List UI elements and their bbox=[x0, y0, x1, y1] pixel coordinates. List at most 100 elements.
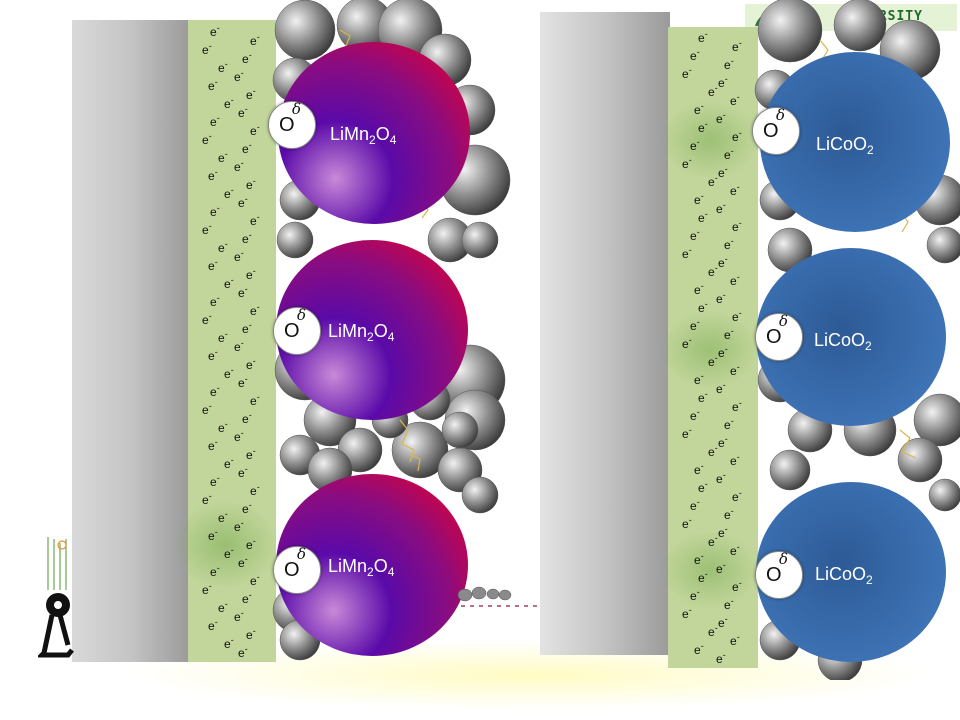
right-electron: e- bbox=[698, 29, 708, 45]
right-electron: e- bbox=[694, 641, 704, 657]
left-conductive-glow bbox=[170, 500, 280, 590]
right-electron: e- bbox=[730, 362, 740, 378]
right-electron: e- bbox=[716, 560, 726, 576]
left-electron: e- bbox=[208, 167, 218, 183]
right-electron: e- bbox=[730, 542, 740, 558]
right-electron: e- bbox=[732, 488, 742, 504]
right-conductive-glow-2 bbox=[660, 310, 760, 390]
right-conductive-glow-1 bbox=[660, 100, 760, 180]
left-electron: e- bbox=[208, 527, 218, 543]
right-electron: e- bbox=[718, 344, 728, 360]
right-electron: e- bbox=[682, 335, 692, 351]
right-electron: e- bbox=[682, 605, 692, 621]
right-electron: e- bbox=[718, 74, 728, 90]
separator-chain bbox=[457, 586, 541, 607]
left-electron: e- bbox=[208, 617, 218, 633]
left-electron: e- bbox=[224, 95, 234, 111]
left-electron: e- bbox=[208, 347, 218, 363]
left-electron: e- bbox=[202, 41, 212, 57]
right-electron: e- bbox=[708, 443, 718, 459]
right-electron: e- bbox=[708, 533, 718, 549]
right-electron: e- bbox=[730, 182, 740, 198]
right-electron: e- bbox=[732, 578, 742, 594]
left-electron: e- bbox=[210, 293, 220, 309]
left-electron: e- bbox=[238, 644, 248, 660]
left-electron: e- bbox=[234, 608, 244, 624]
right-electron: e- bbox=[718, 254, 728, 270]
left-electron: e- bbox=[210, 473, 220, 489]
right-electron: e- bbox=[724, 146, 734, 162]
left-electron: e- bbox=[208, 257, 218, 273]
left-electron: e- bbox=[246, 446, 256, 462]
left-electron: e- bbox=[246, 536, 256, 552]
left-electron: e- bbox=[234, 428, 244, 444]
left-electron: e- bbox=[242, 50, 252, 66]
right-electron: e- bbox=[724, 596, 734, 612]
left-electron: e- bbox=[218, 419, 228, 435]
limn2o4-label-1: LiMn2O4 bbox=[330, 124, 397, 147]
right-electron: e- bbox=[716, 650, 726, 666]
right-electron: e- bbox=[682, 245, 692, 261]
left-electron: e- bbox=[238, 554, 248, 570]
right-electron: e- bbox=[694, 191, 704, 207]
right-electron: e- bbox=[690, 497, 700, 513]
left-electron: e- bbox=[210, 383, 220, 399]
left-electron: e- bbox=[234, 248, 244, 264]
right-electron: e- bbox=[718, 164, 728, 180]
right-electron: e- bbox=[716, 290, 726, 306]
left-electron: e- bbox=[242, 230, 252, 246]
left-electron: e- bbox=[218, 329, 228, 345]
left-electron: e- bbox=[218, 59, 228, 75]
left-electron: e- bbox=[218, 239, 228, 255]
right-electron: e- bbox=[694, 101, 704, 117]
right-electron: e- bbox=[730, 272, 740, 288]
right-electron: e- bbox=[682, 155, 692, 171]
right-electron: e- bbox=[694, 371, 704, 387]
right-electron: e- bbox=[698, 209, 708, 225]
right-electron: e- bbox=[690, 587, 700, 603]
left-electron: e- bbox=[202, 581, 212, 597]
right-electron: e- bbox=[682, 515, 692, 531]
right-electron: e- bbox=[690, 137, 700, 153]
left-electron: e- bbox=[202, 491, 212, 507]
right-electron: e- bbox=[732, 218, 742, 234]
left-electron: e- bbox=[246, 176, 256, 192]
right-electron: e- bbox=[718, 524, 728, 540]
left-electron: e- bbox=[242, 590, 252, 606]
right-electron: e- bbox=[724, 506, 734, 522]
right-electron: e- bbox=[718, 614, 728, 630]
left-electron: e- bbox=[224, 365, 234, 381]
left-electron: e- bbox=[210, 113, 220, 129]
right-electron: e- bbox=[694, 461, 704, 477]
right-electron: e- bbox=[698, 299, 708, 315]
left-electron: e- bbox=[238, 284, 248, 300]
right-electron: e- bbox=[708, 173, 718, 189]
left-electron: e- bbox=[224, 635, 234, 651]
licoo2-label-2: LiCoO2 bbox=[814, 330, 872, 353]
right-electron: e- bbox=[698, 389, 708, 405]
left-electron: e- bbox=[250, 572, 260, 588]
left-electron: e- bbox=[250, 212, 260, 228]
left-electron: e- bbox=[202, 221, 212, 237]
left-electron: e- bbox=[218, 509, 228, 525]
right-electron: e- bbox=[724, 416, 734, 432]
right-electron: e- bbox=[716, 380, 726, 396]
limn2o4-label-3: LiMn2O4 bbox=[328, 556, 395, 579]
left-electron: e- bbox=[238, 464, 248, 480]
left-electron: e- bbox=[234, 68, 244, 84]
right-electron: e- bbox=[732, 308, 742, 324]
right-electron: e- bbox=[708, 263, 718, 279]
left-electron: e- bbox=[246, 86, 256, 102]
left-electron: e- bbox=[208, 77, 218, 93]
right-current-collector bbox=[540, 12, 670, 655]
left-electron: e- bbox=[210, 23, 220, 39]
left-electron: e- bbox=[238, 194, 248, 210]
left-electron: e- bbox=[250, 482, 260, 498]
right-electron: e- bbox=[690, 407, 700, 423]
right-electron: e- bbox=[732, 128, 742, 144]
left-electron: e- bbox=[202, 401, 212, 417]
left-electron: e- bbox=[242, 140, 252, 156]
